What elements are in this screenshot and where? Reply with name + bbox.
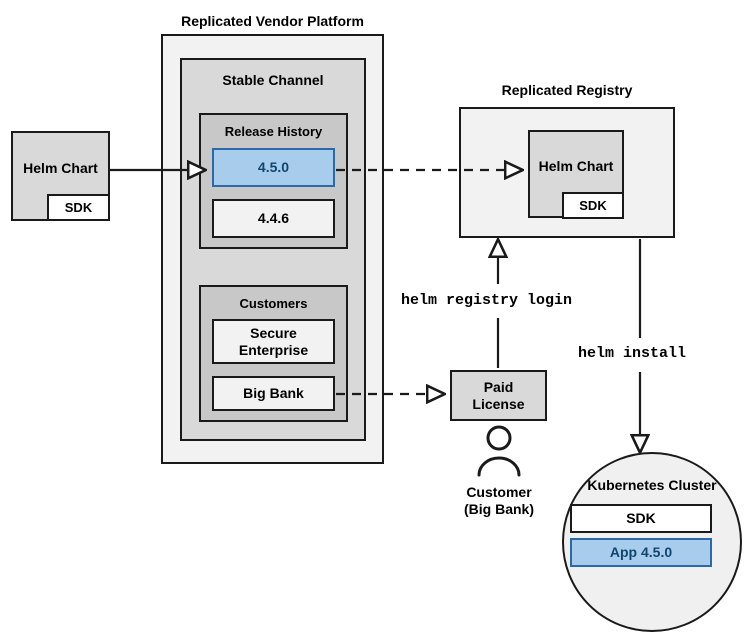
release-history-label: Release History [224, 124, 323, 139]
paid-license-box[interactable]: Paid License [450, 370, 547, 421]
paid-license-label: Paid License [472, 378, 525, 412]
helm-registry-login-command: helm registry login [401, 292, 573, 309]
release-version-label: 4.5.0 [257, 159, 290, 176]
cluster-component-app[interactable]: App 4.5.0 [570, 538, 712, 567]
helm-install-command: helm install [578, 345, 687, 362]
registry-helm-chart-label: Helm Chart [538, 157, 614, 174]
customer-name-label: Big Bank [243, 385, 304, 402]
kubernetes-cluster-label: Kubernetes Cluster [587, 477, 717, 493]
cluster-component-sdk[interactable]: SDK [570, 504, 712, 533]
registry-sdk-label: SDK [579, 197, 607, 213]
release-item-450[interactable]: 4.5.0 [212, 148, 335, 187]
registry-sdk-box[interactable]: SDK [562, 192, 624, 219]
customer-item-secure-enterprise[interactable]: Secure Enterprise [212, 319, 335, 364]
customer-item-big-bank[interactable]: Big Bank [212, 376, 335, 411]
source-sdk-label: SDK [64, 199, 93, 215]
customer-name-label: Secure Enterprise [238, 324, 309, 358]
cluster-component-label: App 4.5.0 [609, 544, 673, 561]
release-version-label: 4.4.6 [257, 210, 290, 227]
stable-channel-label: Stable Channel [222, 72, 324, 88]
customers-label: Customers [239, 296, 308, 311]
source-helm-chart-label: Helm Chart [23, 159, 98, 176]
person-icon [477, 425, 521, 477]
cluster-component-label: SDK [626, 510, 656, 527]
source-sdk-box[interactable]: SDK [47, 194, 110, 221]
customer-actor-label: Customer (Big Bank) [464, 484, 534, 517]
platform-title: Replicated Vendor Platform [181, 13, 364, 29]
registry-title: Replicated Registry [501, 82, 633, 98]
release-item-446[interactable]: 4.4.6 [212, 199, 335, 238]
